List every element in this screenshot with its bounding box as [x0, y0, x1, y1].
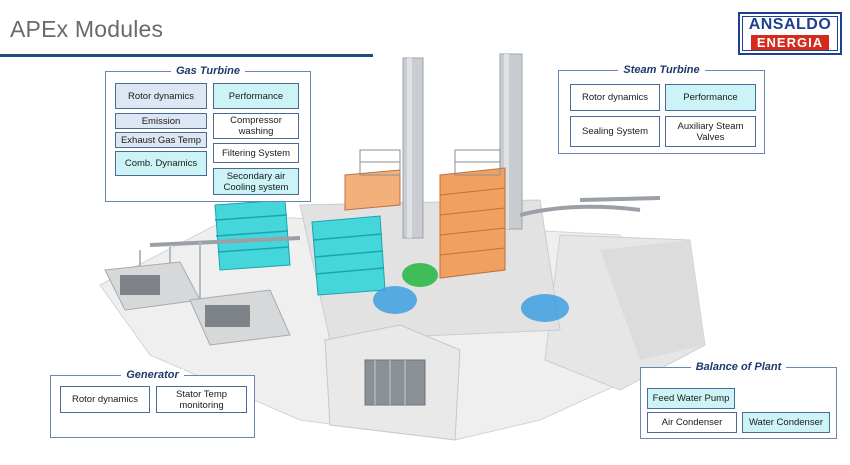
st-performance-module[interactable]: Performance	[665, 84, 756, 111]
gt-rotor-dynamics-module[interactable]: Rotor dynamics	[115, 83, 207, 109]
title-underline	[0, 54, 373, 57]
gt-filtering-system-module[interactable]: Filtering System	[213, 143, 299, 163]
gas-turbine-panel: Gas Turbine Rotor dynamics Performance E…	[105, 65, 311, 202]
gt-secondary-air-cooling-module[interactable]: Secondary air Cooling system	[213, 168, 299, 195]
balance-of-plant-panel: Balance of Plant Feed Water Pump Air Con…	[640, 361, 837, 439]
st-rotor-dynamics-module[interactable]: Rotor dynamics	[570, 84, 660, 111]
steam-turbine-panel: Steam Turbine Rotor dynamics Performance…	[558, 64, 765, 154]
company-logo: ANSALDO ENERGIA	[738, 12, 842, 55]
gt-exhaust-gas-temp-module[interactable]: Exhaust Gas Temp	[115, 132, 207, 148]
gt-compressor-washing-module[interactable]: Compressor washing	[213, 113, 299, 139]
logo-text-top: ANSALDO	[748, 16, 832, 33]
generator-panel: Generator Rotor dynamics Stator Temp mon…	[50, 369, 255, 438]
bop-air-condenser-module[interactable]: Air Condenser	[647, 412, 737, 433]
gen-stator-temp-monitoring-module[interactable]: Stator Temp monitoring	[156, 386, 247, 413]
bop-water-condenser-module[interactable]: Water Condenser	[742, 412, 830, 433]
gt-performance-module[interactable]: Performance	[213, 83, 299, 109]
bop-feed-water-pump-module[interactable]: Feed Water Pump	[647, 388, 735, 409]
st-sealing-system-module[interactable]: Sealing System	[570, 116, 660, 147]
gt-emission-module[interactable]: Emission	[115, 113, 207, 129]
gt-comb-dynamics-module[interactable]: Comb. Dynamics	[115, 151, 207, 176]
steam-turbine-title: Steam Turbine	[618, 64, 705, 76]
st-auxiliary-steam-valves-module[interactable]: Auxiliary Steam Valves	[665, 116, 756, 147]
gen-rotor-dynamics-module[interactable]: Rotor dynamics	[60, 386, 150, 413]
gas-turbine-title: Gas Turbine	[171, 65, 245, 77]
logo-text-bottom: ENERGIA	[750, 35, 830, 50]
balance-of-plant-title: Balance of Plant	[690, 361, 787, 373]
page-title: APEx Modules	[10, 16, 164, 42]
generator-title: Generator	[121, 369, 184, 381]
